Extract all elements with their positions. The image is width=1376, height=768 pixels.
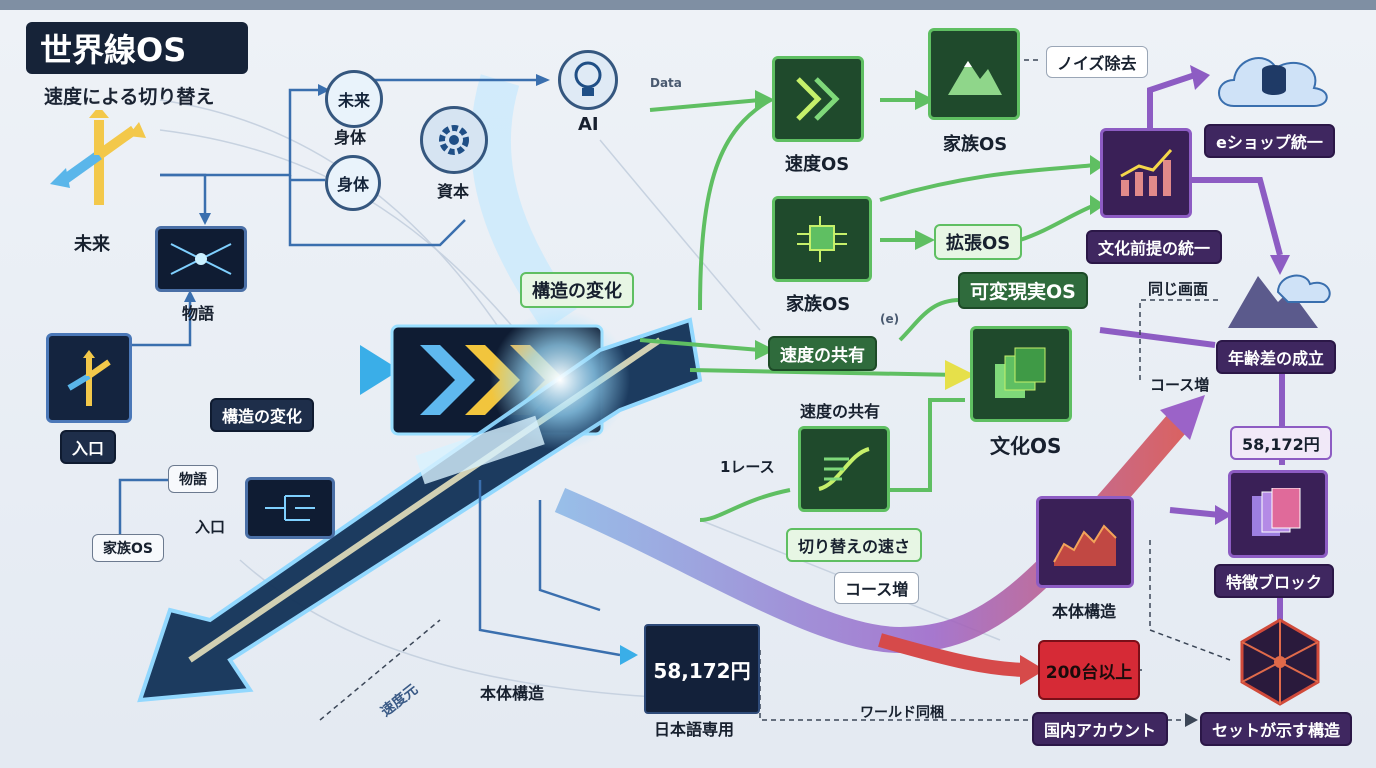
count-200-box: 200台以上 [1038, 640, 1140, 700]
curve-icon[interactable] [798, 426, 890, 512]
domestic-account-label: 国内アカウント [1032, 712, 1169, 746]
one-race-label: 1レース [720, 458, 775, 476]
cloud-mountain-icon [1218, 262, 1338, 332]
culture-os-label: 文化OS [990, 434, 1062, 458]
speed-os-node[interactable] [772, 56, 864, 142]
culture-premise-label: 文化前提の統一 [1086, 230, 1223, 264]
top-bar [0, 0, 1376, 10]
feature-block-icon[interactable] [1228, 470, 1328, 558]
gear-icon [420, 106, 488, 174]
ai-label: AI [578, 114, 599, 135]
branch-arrows-icon [50, 110, 146, 205]
capital-label: 資本 [437, 182, 470, 201]
expansion-os-label: 拡張OS [934, 224, 1023, 260]
feature-block-label: 特徴ブロック [1214, 564, 1335, 598]
set-structure-label: セットが示す構造 [1200, 712, 1353, 746]
family-os-small-label: 家族OS [92, 534, 164, 562]
future-circle: 未来 [325, 70, 383, 128]
story-small-label: 物語 [168, 465, 218, 493]
body-structure-right-label: 本体構造 [1052, 602, 1117, 621]
chart-icon[interactable] [1100, 128, 1192, 218]
screen-icon [155, 226, 247, 292]
structure-change-label: 構造の変化 [210, 398, 315, 432]
speed-share-pill: 速度の共有 [768, 336, 877, 371]
future-label: 未来 [74, 234, 110, 255]
layers-icon[interactable] [970, 326, 1072, 422]
price-small-label: 58,172円 [1230, 426, 1332, 460]
same-screen-label: 同じ画面 [1148, 280, 1209, 298]
age-gap-label: 年齢差の成立 [1216, 340, 1337, 374]
structure-change-pill: 構造の変化 [520, 272, 634, 308]
story-label: 物語 [182, 304, 215, 323]
body-structure-label: 本体構造 [480, 684, 545, 703]
data-label: Data [650, 76, 682, 90]
entrance-label: 入口 [60, 430, 117, 464]
entrance-small-label: 入口 [195, 518, 226, 536]
variable-reality-os-label: 可変現実OS [958, 272, 1088, 309]
entrance-icon [46, 333, 132, 423]
line-chart-icon[interactable] [1036, 496, 1134, 588]
switch-speed-label: 切り替えの速さ [786, 528, 923, 562]
world-bundle-label: ワールド同梱 [860, 705, 944, 721]
noise-removal-label: ノイズ除去 [1046, 46, 1148, 78]
cloud-database-icon [1214, 40, 1334, 112]
chip-icon[interactable] [772, 196, 872, 282]
mountain-icon[interactable] [928, 28, 1020, 120]
family-os-top-label: 家族OS [943, 134, 1008, 155]
family-os-mid-label: 家族OS [786, 294, 851, 315]
page-title: 世界線OS [26, 22, 248, 74]
body-circle: 身体 [325, 155, 381, 211]
lightbulb-icon [558, 50, 618, 110]
circuit-icon [245, 477, 335, 539]
speed-share-text: 速度の共有 [800, 402, 881, 421]
e-note: (e) [880, 312, 900, 326]
eshop-label: eショップ統一 [1204, 124, 1335, 158]
body-label-1: 身体 [334, 128, 367, 147]
course-up-2-label: コース増 [834, 572, 920, 604]
speed-os-label: 速度OS [785, 154, 850, 175]
price-box: 58,172円 [644, 624, 760, 714]
course-up-1-label: コース増 [1150, 376, 1210, 394]
page-subtitle: 速度による切り替え [44, 86, 215, 108]
cube-icon [1234, 616, 1326, 706]
japanese-only-label: 日本語専用 [654, 720, 735, 739]
